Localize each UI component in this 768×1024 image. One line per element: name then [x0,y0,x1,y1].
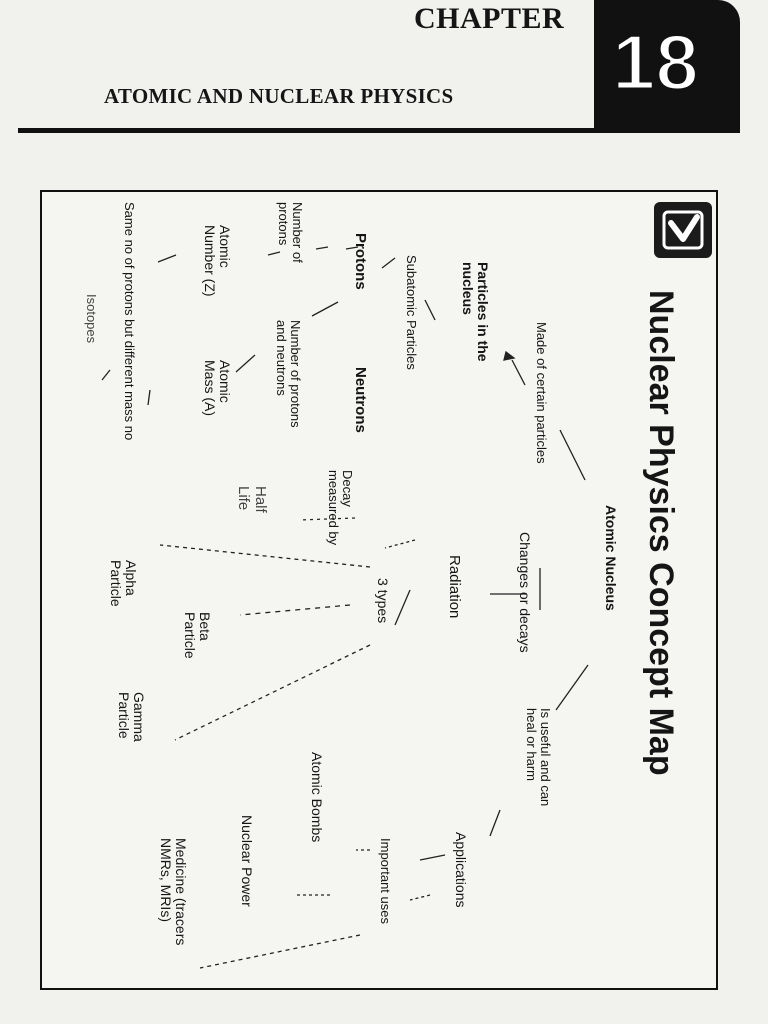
chapter-number: 18 [611,18,701,106]
node-number-protons-neutrons: Number of protons and neutrons [273,320,303,428]
node-made-of-particles: Made of certain particles [534,322,549,464]
node-three-types: 3 types [375,578,391,624]
node-atomic-bombs: Atomic Bombs [309,752,325,843]
node-beta-particle: Beta Particle [181,612,213,659]
node-gamma-particle: Gamma Particle [115,692,147,742]
node-isotopes: Isotopes [84,294,99,344]
node-isotopes-definition: Same no of protons but different mass no [122,202,137,441]
node-atomic-nucleus: Atomic Nucleus [603,505,619,611]
node-half-life: Half Life [235,486,270,513]
node-important-uses: Important uses [378,838,393,924]
node-nuclear-power: Nuclear Power [239,815,255,907]
node-useful-heal-harm: Is useful and can heal or harm [523,708,553,807]
node-changes-or-decays: Changes or decays [517,532,533,653]
node-neutrons: Neutrons [352,367,369,433]
node-particles-in-nucleus: Particles in the nucleus [459,262,491,362]
chapter-number-box [594,0,740,132]
node-number-of-protons: Number of protons [275,202,305,263]
concept-map-frame [40,190,718,990]
node-applications: Applications [453,832,469,908]
chapter-divider [18,128,740,133]
node-protons: Protons [352,233,369,290]
node-radiation: Radiation [446,555,463,619]
node-atomic-number: Atomic Number (Z) [201,225,233,297]
chapter-title: ATOMIC AND NUCLEAR PHYSICS [104,84,454,108]
node-alpha-particle: Alpha Particle [107,560,139,607]
node-subatomic-particles: Subatomic Particles [404,255,419,370]
checkmark-box-icon [654,202,712,258]
node-medicine: Medicine (tracers NMRs, MRIs) [157,838,189,946]
node-decay-measured-by: Decay measured by [325,470,355,546]
node-atomic-mass: Atomic Mass (A) [201,360,233,416]
chapter-label: CHAPTER [414,2,565,35]
